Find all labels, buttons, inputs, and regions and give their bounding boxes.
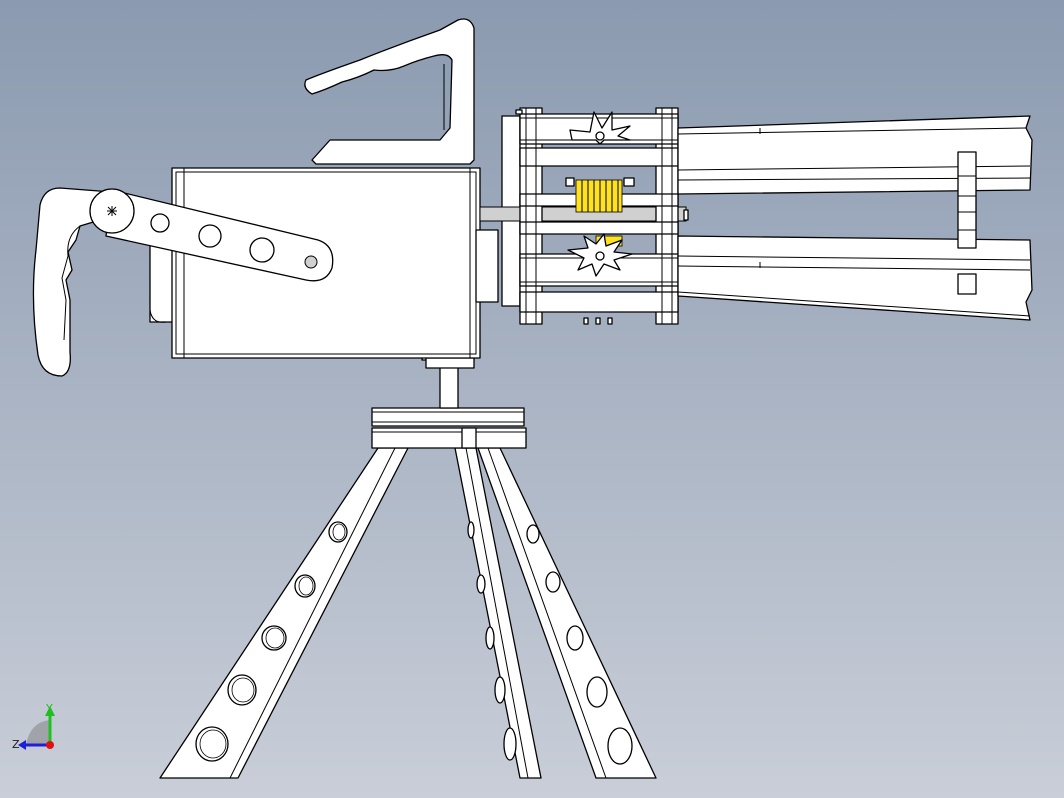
axis-triad[interactable]: Y Z bbox=[12, 702, 55, 751]
carry-handle[interactable] bbox=[304, 18, 475, 165]
leg-right-holes bbox=[526, 524, 633, 765]
barrel-carriage[interactable] bbox=[479, 107, 689, 325]
crank-arm[interactable] bbox=[89, 188, 334, 282]
z-arrowhead-icon bbox=[18, 740, 26, 750]
carriage-bolts bbox=[515, 109, 689, 325]
upper-star-gear-icon bbox=[569, 111, 631, 145]
barrel-lower[interactable] bbox=[677, 235, 1033, 321]
leg-middle-holes bbox=[467, 521, 517, 761]
triad-origin-icon bbox=[46, 741, 54, 749]
tripod-mount-plates[interactable] bbox=[371, 407, 527, 449]
spring bbox=[575, 179, 623, 247]
leg-left-holes bbox=[195, 521, 348, 762]
tripod-leg-left[interactable] bbox=[159, 447, 409, 779]
barrel-upper[interactable] bbox=[677, 115, 1033, 195]
barrel-clamp[interactable] bbox=[957, 151, 977, 295]
y-arrowhead-icon bbox=[45, 706, 55, 716]
triad-quadrant bbox=[26, 720, 50, 745]
z-axis-label: Z bbox=[12, 738, 20, 751]
crank-pivot-icon bbox=[107, 206, 117, 216]
y-axis-label: Y bbox=[45, 702, 53, 715]
tripod[interactable] bbox=[159, 289, 657, 779]
lower-star-gear-icon bbox=[567, 233, 633, 277]
